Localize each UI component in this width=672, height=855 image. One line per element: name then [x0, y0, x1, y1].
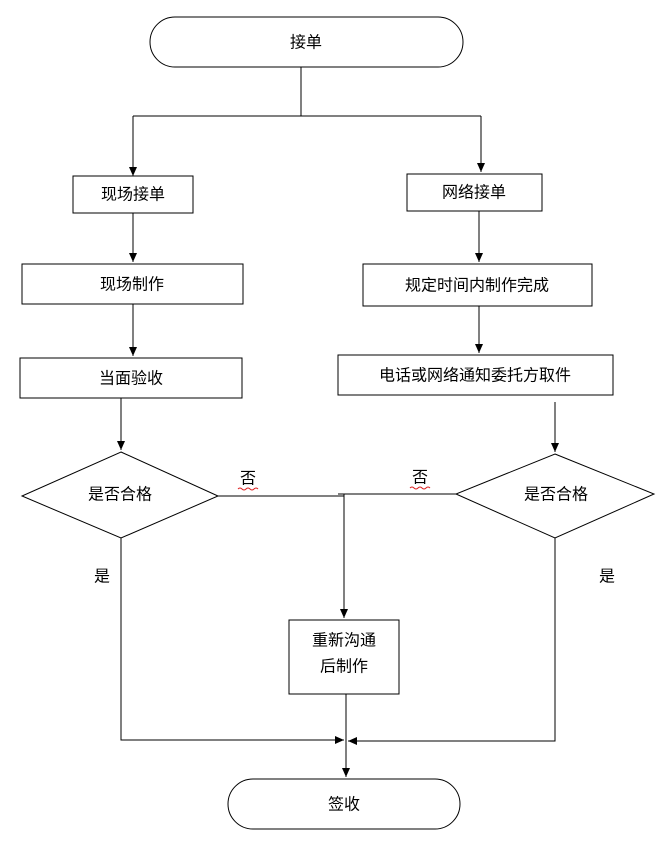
online-order-box: 网络接单: [406, 173, 543, 212]
end-node: 签收: [227, 778, 461, 830]
face-check-box: 当面验收: [19, 357, 243, 399]
start-label: 接单: [290, 33, 322, 52]
face-check-label: 当面验收: [99, 369, 163, 388]
qc-left-diamond: 是否合格: [20, 451, 220, 539]
notify-pickup-box: 电话或网络通知委托方取件: [337, 354, 614, 396]
qc-right-label: 是否合格: [524, 485, 588, 504]
onsite-make-box: 现场制作: [21, 263, 244, 305]
spellcheck-squiggle-left: [237, 487, 259, 491]
qc-right-diamond: 是否合格: [454, 453, 656, 539]
spellcheck-squiggle-right: [409, 486, 431, 490]
timed-make-box: 规定时间内制作完成: [362, 263, 593, 307]
edge-qc-left-yes: [120, 538, 344, 744]
timed-make-label: 规定时间内制作完成: [405, 276, 549, 295]
connectors: [117, 66, 559, 777]
edge-label-yes-right: 是: [599, 567, 615, 586]
onsite-make-label: 现场制作: [100, 275, 164, 294]
remake-label-line1: 重新沟通: [312, 631, 376, 650]
onsite-order-box: 现场接单: [72, 175, 194, 214]
remake-box: 重新沟通 后制作: [288, 619, 400, 695]
online-order-label: 网络接单: [442, 183, 506, 202]
edge-label-no-left: 否: [240, 469, 256, 488]
qc-left-label: 是否合格: [88, 485, 152, 504]
edge-label-no-right: 否: [412, 468, 428, 487]
start-node: 接单: [149, 16, 464, 68]
edge-label-yes-left: 是: [94, 567, 110, 586]
onsite-order-label: 现场接单: [101, 185, 165, 204]
remake-label-line2: 后制作: [320, 657, 368, 676]
notify-pickup-label: 电话或网络通知委托方取件: [379, 366, 571, 385]
end-label: 签收: [328, 795, 360, 814]
edge-qc-right-yes: [348, 538, 556, 745]
